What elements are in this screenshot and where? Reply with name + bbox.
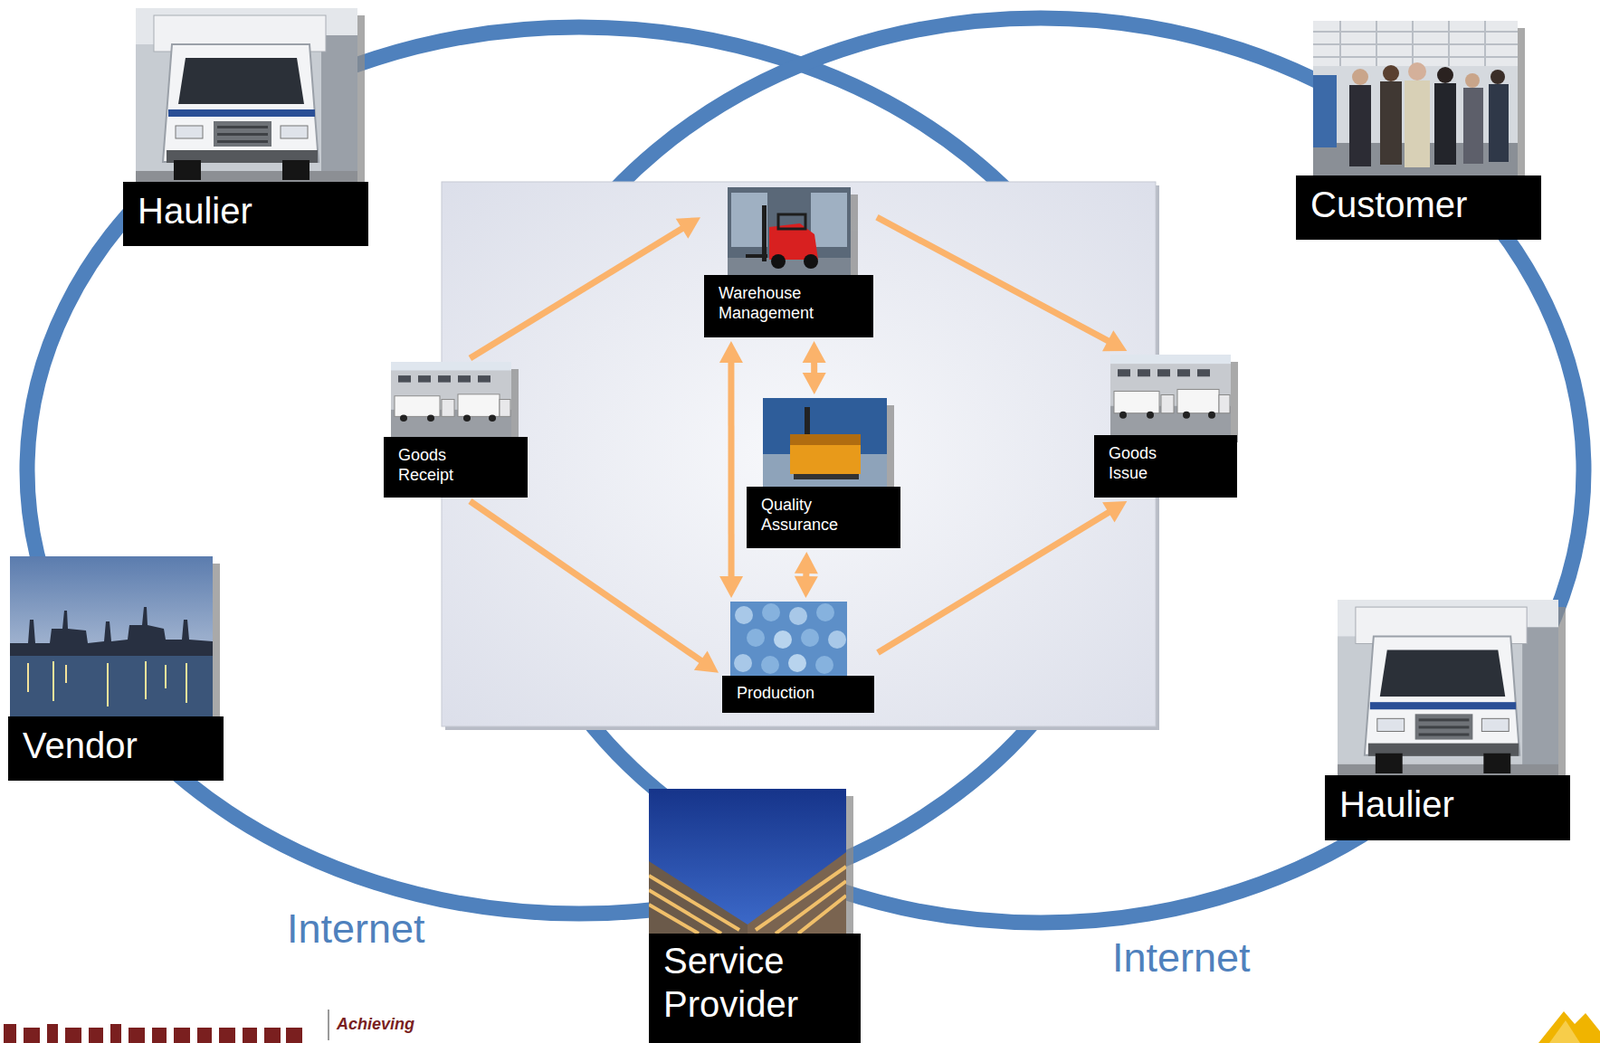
pallet-truck-photo	[762, 398, 887, 487]
node-label: Haulier	[137, 189, 253, 233]
building-photo	[648, 789, 847, 934]
truck-photo	[1337, 600, 1559, 776]
arrow-head	[1102, 501, 1127, 524]
process-box: Goods Issue	[1094, 354, 1238, 498]
node-label: Warehouse Management	[718, 284, 846, 324]
flow-arrow	[469, 217, 701, 359]
arrow-head	[676, 217, 701, 239]
arrow-line	[469, 228, 684, 359]
flow-arrow	[719, 341, 743, 599]
truck-photo	[135, 8, 358, 182]
label-plate: Vendor	[8, 716, 224, 781]
flow-arrow	[469, 501, 719, 674]
node-label: Quality Assurance	[761, 495, 861, 535]
logo-slogan: Achieving	[336, 1015, 415, 1036]
label-plate: Customer	[1295, 175, 1542, 240]
partner-box: Service Provider	[648, 789, 861, 1043]
dock-photo	[1110, 354, 1231, 436]
node-label: Goods Issue	[1108, 444, 1165, 484]
node-label: Customer	[1310, 182, 1467, 227]
arrow-line	[877, 511, 1111, 653]
node-label: Service Provider	[663, 939, 845, 1027]
corner-logo	[1538, 1011, 1600, 1043]
node-label: Production	[736, 684, 815, 705]
production-photo	[730, 601, 848, 677]
arrow-line	[810, 361, 818, 375]
label-plate: Warehouse Management	[704, 275, 874, 338]
company-panel	[441, 181, 1156, 727]
arrow-head	[719, 576, 743, 599]
arrow-line	[469, 501, 702, 662]
label-plate: Production	[722, 676, 875, 714]
flow-arrow	[876, 217, 1127, 352]
arrow-head	[1102, 330, 1127, 352]
label-plate: Goods Receipt	[383, 437, 528, 498]
customer-photo	[1313, 20, 1518, 176]
process-box: Goods Receipt	[383, 361, 528, 498]
network-label: Internet	[286, 904, 426, 954]
arrow-head	[694, 650, 719, 673]
label-plate: Goods Issue	[1094, 435, 1238, 498]
process-box: Warehouse Management	[704, 187, 874, 338]
company-logo	[3, 1009, 330, 1043]
node-label: Vendor	[22, 723, 138, 768]
partner-box: Vendor	[8, 556, 224, 781]
arrow-head	[802, 372, 827, 395]
label-plate: Haulier	[1324, 775, 1571, 841]
arrow-head	[802, 341, 827, 363]
arrow-head	[794, 576, 819, 599]
process-box: Production	[722, 601, 875, 714]
label-plate: Haulier	[123, 181, 369, 247]
arrow-head	[719, 341, 743, 363]
arrow-line	[876, 217, 1110, 342]
dock-photo	[390, 361, 512, 438]
partner-box: Haulier	[1324, 600, 1571, 841]
process-box: Quality Assurance	[746, 398, 901, 549]
flow-arrow	[802, 341, 827, 395]
arrow-head	[794, 552, 819, 574]
flow-arrow	[794, 552, 819, 599]
node-label: Haulier	[1339, 782, 1455, 827]
arrow-line	[727, 361, 734, 579]
partner-box: Customer	[1295, 20, 1542, 240]
partner-box: Haulier	[123, 8, 369, 247]
node-label: Goods Receipt	[398, 446, 471, 486]
network-label: Internet	[1112, 933, 1251, 983]
label-plate: Service Provider	[648, 933, 861, 1043]
flow-arrow	[877, 501, 1127, 654]
forklift-photo	[727, 187, 851, 276]
label-plate: Quality Assurance	[746, 486, 901, 549]
plant-photo	[9, 556, 213, 717]
